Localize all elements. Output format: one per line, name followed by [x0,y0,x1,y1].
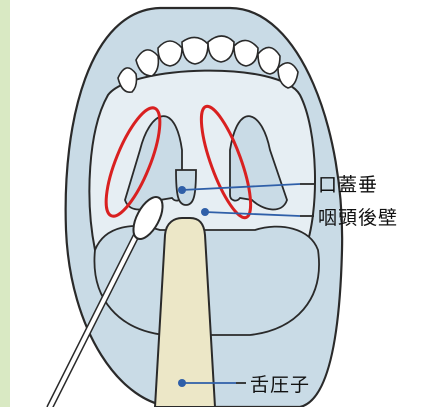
label-pharynx-wall: 咽頭後壁 [318,203,398,230]
label-uvula: 口蓋垂 [318,170,378,197]
tongue-depressor [155,218,215,407]
label-tongue-depressor: 舌圧子 [250,370,310,397]
